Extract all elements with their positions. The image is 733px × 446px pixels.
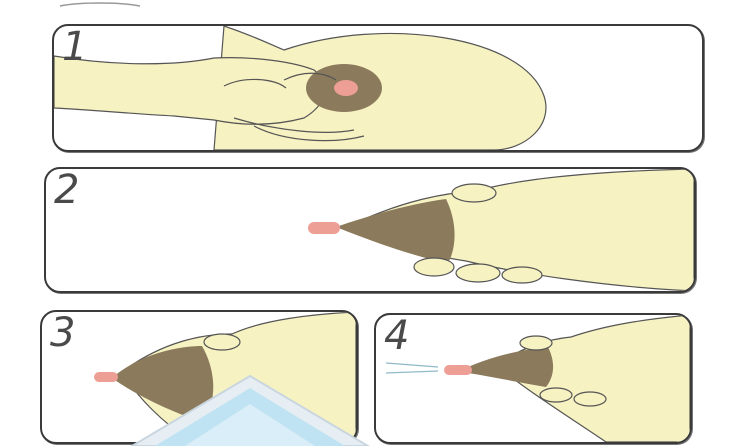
step-number: 3	[50, 310, 74, 356]
breast-side-view-illustration	[46, 169, 694, 291]
step-number: 4	[384, 313, 408, 359]
cropped-header-fragment	[0, 0, 733, 14]
hand-holding-breast-illustration	[54, 26, 702, 150]
step-panel-4: 4	[374, 313, 692, 444]
step-panel-1: 1	[52, 24, 704, 152]
step-number: 2	[54, 167, 78, 213]
milk-expression-illustration	[376, 315, 690, 442]
university-logo-watermark	[130, 374, 370, 446]
step-number: 1	[62, 24, 86, 70]
step-panel-2: 2	[44, 167, 696, 293]
